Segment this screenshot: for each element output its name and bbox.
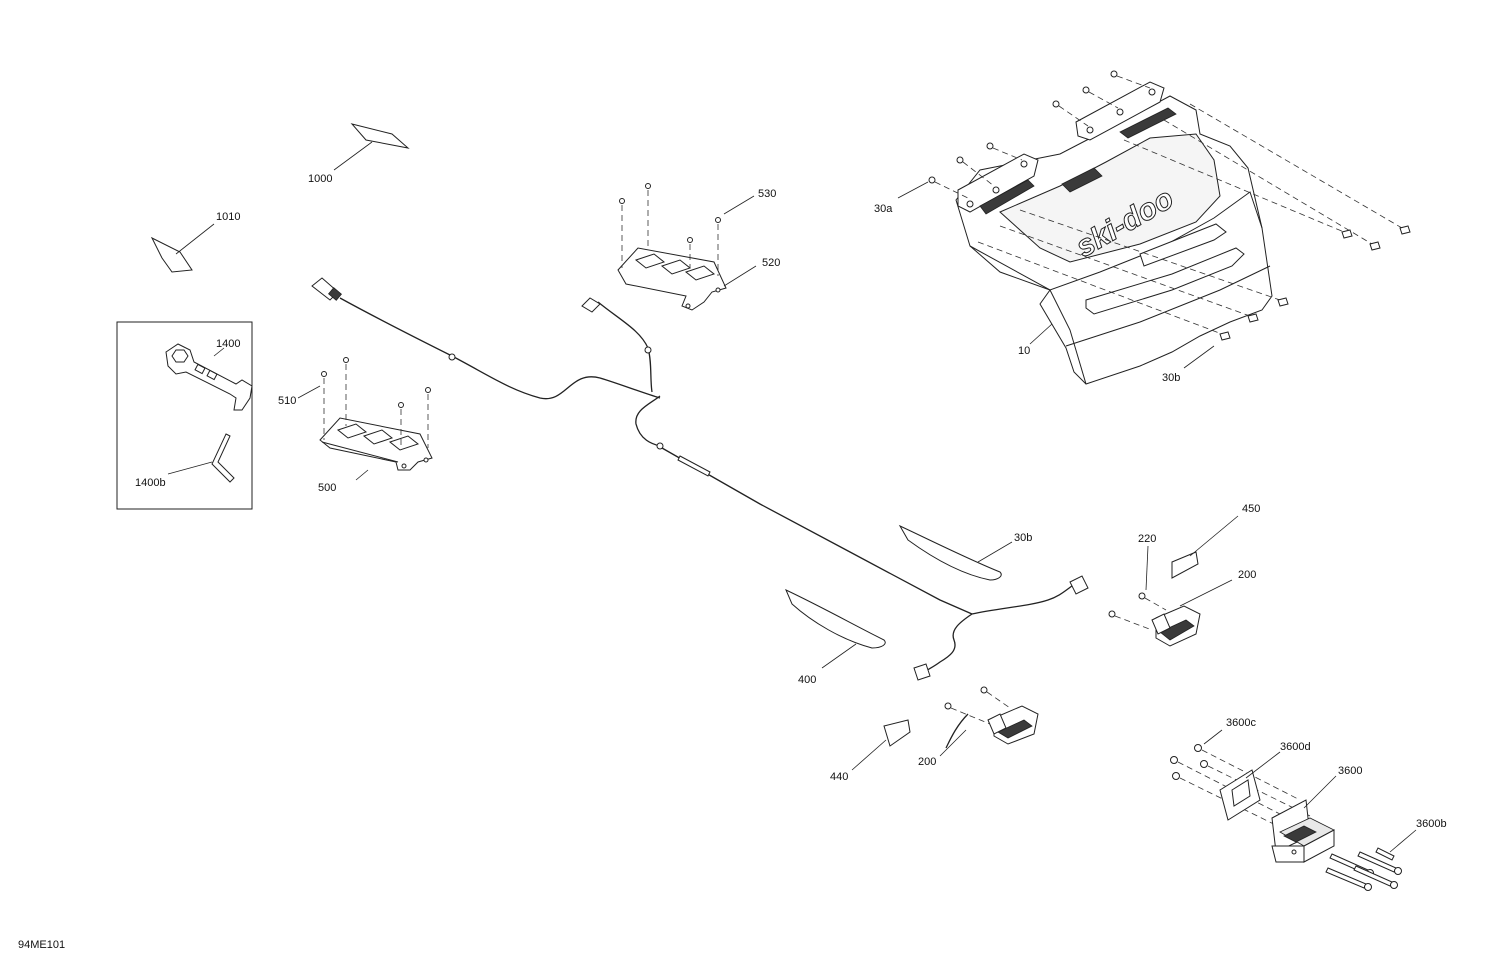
part-200-light-lower: 200 [918,686,1039,768]
part-30a-nuts: 30a [874,70,1151,215]
callout-200-upper: 200 [1238,569,1256,581]
part-440-decal: 440 [830,719,911,783]
part-10-rear-bumper: ski-doo 10 [955,81,1273,385]
callout-500: 500 [318,482,336,494]
part-1400-wrench [165,343,253,411]
part-1400b-hex-key [167,433,235,483]
callout-3600b: 3600b [1416,818,1447,830]
callout-410: 400 [798,674,816,686]
diagram-id: 94ME101 [18,939,65,951]
callout-520: 520 [762,257,780,269]
part-400-reflector: 30b [898,524,1032,581]
callout-10: 10 [1018,345,1030,357]
callout-3600c: 3600c [1226,717,1256,729]
part-410-reflector: 400 [785,588,886,686]
part-1010-decal: 1010 [150,211,240,273]
part-500-bracket: 500 [318,417,433,494]
callout-1400b: 1400b [135,477,166,489]
part-530-screws: 530 [619,183,776,276]
callout-510: 510 [278,395,296,407]
part-200-light-upper: 200 [1151,569,1256,647]
callout-1400: 1400 [216,338,240,350]
callout-220: 220 [1138,533,1156,545]
callout-1000: 1000 [308,173,332,185]
callout-450: 450 [1242,503,1260,515]
callout-30a: 30a [874,203,893,215]
part-220-nut: 220 [1108,533,1167,631]
callout-3600d: 3600d [1280,741,1311,753]
part-3600-hitch: 3600 [1271,765,1362,863]
callout-30b-text: 30b [1162,372,1180,384]
part-450-decal: 450 [1171,503,1260,579]
part-510-screws: 510 [278,357,431,448]
callout-3600: 3600 [1338,765,1362,777]
part-3600b-bolts: 3600b [1325,818,1447,891]
callout-440: 440 [830,771,848,783]
wiring-harness [311,277,1089,681]
part-520-bracket: 520 [617,247,780,311]
callout-200-lower: 200 [918,756,936,768]
part-1000-decal: 1000 [308,123,410,185]
part-3600d-plate: 3600d [1219,741,1311,821]
callout-530: 530 [758,188,776,200]
tool-kit-box: 1400 1400b [116,321,253,510]
callout-400: 30b [1014,532,1032,544]
part-30b-bolts: 30b 30b [977,103,1411,369]
callout-1010: 1010 [216,211,240,223]
